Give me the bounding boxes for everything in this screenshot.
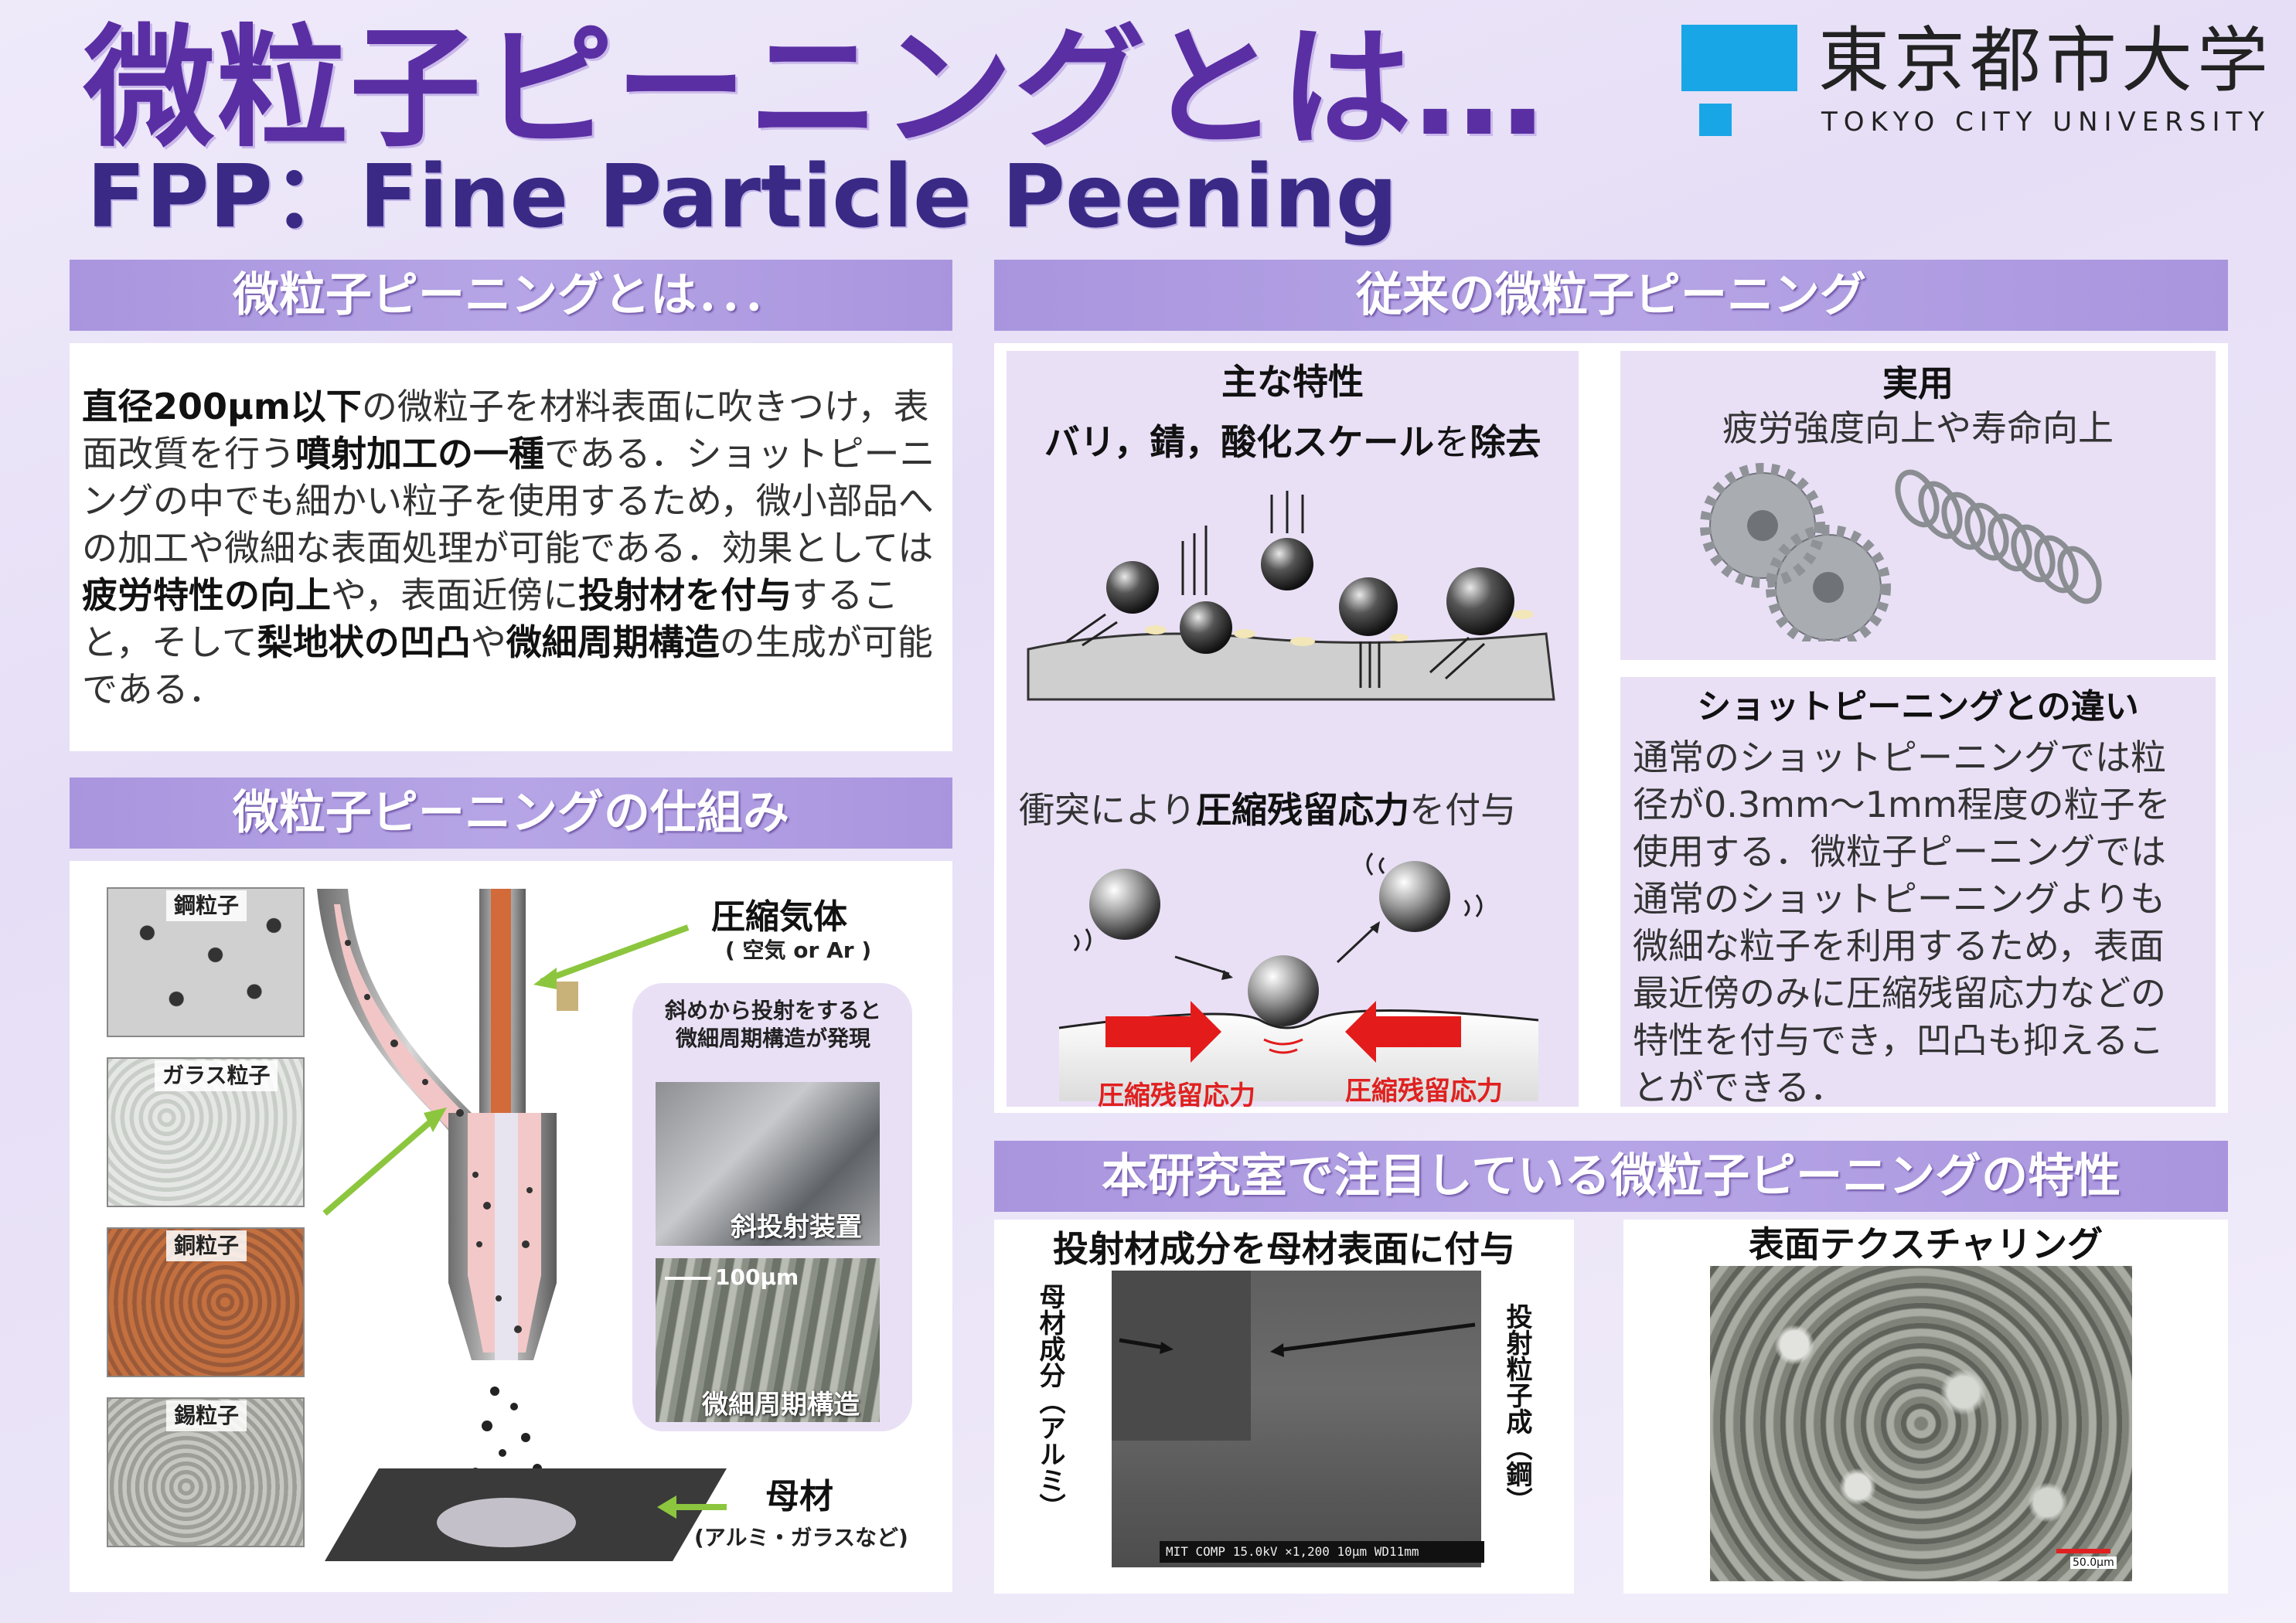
sample-label-copper: 銅粒子 <box>166 1230 247 1261</box>
practical-text: 疲労強度向上や寿命向上 <box>1722 407 2114 449</box>
about-paragraph-emphasis: 梨地状の凹凸 <box>257 621 471 663</box>
nozzle-diagram <box>317 889 727 1561</box>
oblique-note: 斜めから投射をすると 微細周期構造が発現 <box>664 998 881 1051</box>
about-paragraph-text: の生成が可能である． <box>82 621 933 710</box>
oblique-device-label: 斜投射装置 <box>731 1212 862 1243</box>
features-text-bold2: 除去 <box>1470 421 1541 463</box>
projectile-component-label: 投射粒子成（鋼） <box>1501 1303 1532 1513</box>
residual-text: 衝突により圧縮残留応力を付与 <box>1019 782 1516 833</box>
difference-box <box>1620 677 2216 1107</box>
fine-structure-label: 微細周期構造 <box>702 1390 860 1421</box>
sem-arrows <box>1119 1322 1476 1357</box>
scale-label: 100μm <box>715 1264 799 1290</box>
practical-title: 実用 <box>1882 362 1954 404</box>
about-paragraph-text: や <box>470 621 506 663</box>
logo-mark-small <box>1699 104 1732 136</box>
base-material-note: (アルミ・ガラスなど) <box>694 1525 908 1550</box>
about-paragraph-emphasis: 投射材を付与 <box>578 574 792 616</box>
about-paragraph-emphasis: 疲労特性の向上 <box>82 574 331 616</box>
features-text-normal: を <box>1434 421 1470 463</box>
about-panel <box>70 343 952 751</box>
page-subtitle: FPP：Fine Particle Peening <box>87 147 1398 247</box>
texture-scale-label: 50.0μm <box>2070 1557 2117 1569</box>
sem-caption: MIT COMP 15.0kV ×1,200 10μm WD11mm <box>1160 1541 1484 1563</box>
difference-text: 通常のショットピーニングでは粒径が0.3mm～1mm程度の粒子を使用する．微粒子… <box>1633 737 2171 1108</box>
conventional-heading: 従来の微粒子ピーニング <box>994 260 2228 331</box>
features-title: 主な特性 <box>1221 361 1364 403</box>
base-material-label: 母材 <box>765 1477 833 1516</box>
difference-title: ショットピーニングとの違い <box>1697 687 2139 726</box>
features-text: バリ，錆，酸化スケールを除去 <box>1007 414 1579 465</box>
logo-mark-large <box>1681 25 1797 91</box>
about-paragraph-emphasis: 直径200μm以下 <box>82 386 362 427</box>
about-paragraph-text: である．ショットピーニングの中でも細かい粒子を使用するため，微小部品への加工や微… <box>82 433 935 569</box>
residual-text-1: 衝突により <box>1019 789 1197 831</box>
research-heading: 本研究室で注目している微粒子ピーニングの特性 <box>994 1141 2228 1212</box>
sample-label-glass: ガラス粒子 <box>155 1060 278 1091</box>
residual-text-bold: 圧縮残留応力 <box>1196 789 1410 831</box>
about-paragraph: 直径200μm以下の微粒子を材料表面に吹きつけ，表面改質を行う噴射加工の一種であ… <box>82 383 942 713</box>
about-paragraph-text: や，表面近傍に <box>331 574 579 616</box>
texture-title: 表面テクスチャリング <box>1748 1223 2104 1265</box>
logo-university-en: TOKYO CITY UNIVERSITY <box>1821 107 2271 138</box>
about-paragraph-text: の微粒子を材料表面に吹きつけ，表面改質を行う <box>82 386 929 475</box>
fine-structure-photo <box>656 1258 880 1422</box>
sample-label-steel: 鋼粒子 <box>166 890 247 921</box>
about-paragraph-emphasis: 微細周期構造 <box>506 621 720 663</box>
deburring-illustration <box>1027 491 1555 701</box>
sem-dark-region <box>1112 1271 1251 1441</box>
gear-spring-illustration <box>1700 463 2102 641</box>
texture-image <box>1710 1266 2132 1581</box>
sample-label-tin: 錫粒子 <box>166 1400 247 1431</box>
stress-label-left: 圧縮残留応力 <box>1098 1080 1255 1111</box>
stress-label-right: 圧縮残留応力 <box>1345 1076 1503 1107</box>
residual-stress-illustration <box>1058 852 1539 1101</box>
scale-bar <box>665 1277 711 1280</box>
logo-university-jp: 東京都市大学 <box>1818 19 2274 102</box>
base-component-label: 母材成分（アルミ） <box>1034 1283 1065 1519</box>
features-text-bold1: バリ，錆，酸化スケール <box>1044 421 1435 463</box>
about-heading: 微粒子ピーニングとは．．． <box>70 260 952 331</box>
oblique-device-photo <box>656 1082 880 1246</box>
about-paragraph-text: すること，そして <box>82 574 899 663</box>
about-paragraph-emphasis: 噴射加工の一種 <box>295 433 544 475</box>
texture-scale-bar <box>2056 1549 2110 1553</box>
compressed-gas-note: ( 空気 or Ar ) <box>725 937 872 963</box>
mechanism-heading: 微粒子ピーニングの仕組み <box>70 777 952 849</box>
page-title: 微粒子ピーニングとは… <box>83 12 1547 165</box>
transfer-title: 投射材成分を母材表面に付与 <box>1053 1228 1515 1270</box>
residual-text-2: を付与 <box>1409 789 1517 831</box>
compressed-gas-label: 圧縮気体 <box>711 897 847 937</box>
tin-particle-image <box>107 1397 305 1547</box>
